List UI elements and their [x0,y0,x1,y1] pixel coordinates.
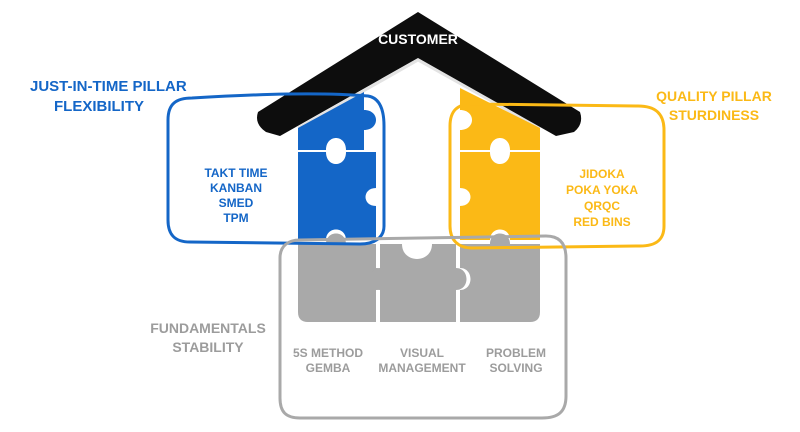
fundamentals-title: FUNDAMENTALS [150,320,266,336]
jit-pillar-piece-top [298,92,376,150]
jit-tool-item: TPM [223,211,249,225]
column-line: 5S METHOD [292,346,363,360]
jit-tool-item: KANBAN [210,181,262,195]
quality-pillar-piece-bottom [460,152,540,240]
roof-shape [257,12,582,136]
quality-pillar-subtitle: STURDINESS [668,107,760,123]
jit-pillar-outline [166,92,386,246]
fundamentals-piece-left [298,233,387,322]
quality-tool-item: QRQC [584,199,620,213]
fundamentals-piece-middle [369,244,467,322]
jit-tool-item: TAKT TIME [204,166,268,180]
column-line: VISUAL [399,346,444,360]
quality-tool-item: RED BINS [573,215,631,229]
fundamentals-column-5s: 5S METHOD GEMBA [278,346,378,376]
jit-pillar-subtitle: FLEXIBILITY [54,98,144,115]
column-line: PROBLEM [486,346,546,360]
fundamentals-outline [278,234,568,420]
jit-tool-item: SMED [218,196,254,210]
quality-pillar-outline [448,102,666,250]
customer-label: CUSTOMER [378,31,458,47]
column-line: GEMBA [305,361,351,375]
quality-tool-item: POKA YOKA [565,183,638,197]
column-line: MANAGEMENT [378,361,466,375]
fundamentals-subtitle: STABILITY [172,339,244,355]
jit-tools-list: TAKT TIME KANBAN SMED TPM [196,166,276,226]
fundamentals-column-visual: VISUAL MANAGEMENT [366,346,478,376]
fundamentals-piece-right [460,233,540,322]
jit-pillar-piece-bottom [298,152,376,240]
quality-pillar-title: QUALITY PILLAR [656,88,772,104]
column-line: SOLVING [489,361,543,375]
fundamentals-column-problem: PROBLEM SOLVING [466,346,566,376]
jit-pillar-title: JUST-IN-TIME PILLAR [30,78,187,95]
quality-tool-item: JIDOKA [579,167,625,181]
quality-tools-list: JIDOKA POKA YOKA QRQC RED BINS [554,166,650,230]
